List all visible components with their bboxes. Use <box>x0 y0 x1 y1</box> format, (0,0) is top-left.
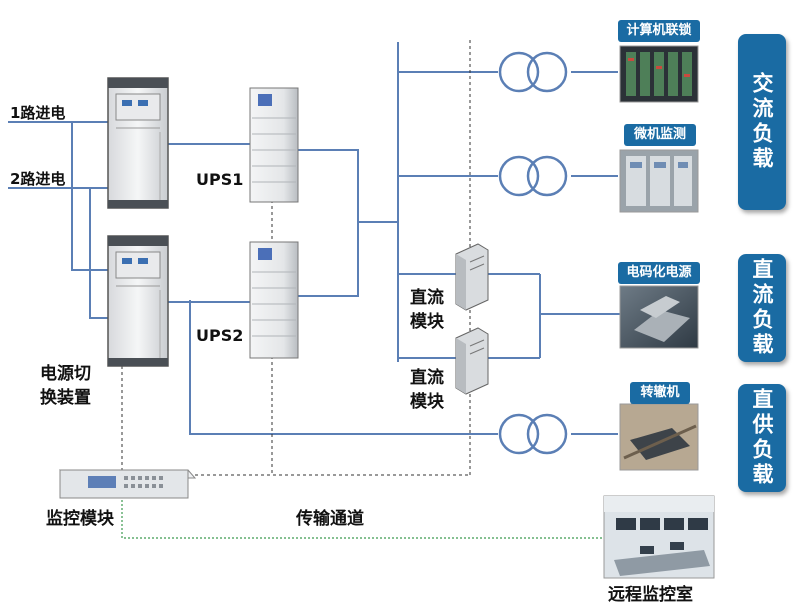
transformer-icon <box>498 155 568 197</box>
micro-monitor-tag: 微机监测 <box>624 124 696 146</box>
switch-machine-photo <box>619 403 699 471</box>
coded-power-tag: 电码化电源 <box>618 262 700 284</box>
remote-room-photo <box>603 495 715 579</box>
transformer-icon <box>498 51 568 93</box>
micro-monitor-photo <box>619 149 699 213</box>
dc-load-panel: 直流负载 <box>738 254 786 362</box>
transformer-icon <box>498 413 568 455</box>
switch-cabinet-2 <box>107 235 169 367</box>
switching-device-label: 电源切换装置 <box>40 364 91 408</box>
monitor-module-device <box>58 469 197 499</box>
direct-load-text: 直供负载 <box>750 388 774 488</box>
monitor-module-label: 监控模块 <box>46 509 114 529</box>
interlock-tag: 计算机联锁 <box>618 20 700 42</box>
dc-module-2-label: 直流模块 <box>410 368 444 412</box>
transmission-channel-label: 传输通道 <box>296 509 364 529</box>
dc-module-1 <box>455 243 489 311</box>
ups2-label: UPS2 <box>196 326 244 345</box>
power-wiring <box>8 42 620 435</box>
ups1-label: UPS1 <box>196 170 244 189</box>
ac-load-panel: 交流负载 <box>738 34 786 210</box>
dc-module-1-label: 直流模块 <box>410 288 444 332</box>
ups-unit-1 <box>249 87 299 203</box>
interlock-photo <box>618 28 700 103</box>
switch-cabinet-1 <box>107 77 169 209</box>
direct-load-panel: 直供负载 <box>738 384 786 492</box>
dc-module-2 <box>455 327 489 395</box>
remote-link <box>121 500 612 539</box>
coded-power-photo <box>619 285 699 349</box>
input-line-1-label: 1路进电 <box>10 104 66 122</box>
switch-machine-tag: 转辙机 <box>630 382 690 404</box>
ac-load-text: 交流负载 <box>750 72 774 172</box>
input-line-2-label: 2路进电 <box>10 170 66 188</box>
dc-load-text: 直流负载 <box>750 258 774 358</box>
ups-unit-2 <box>249 241 299 359</box>
remote-monitor-room-label: 远程监控室 <box>608 585 693 605</box>
